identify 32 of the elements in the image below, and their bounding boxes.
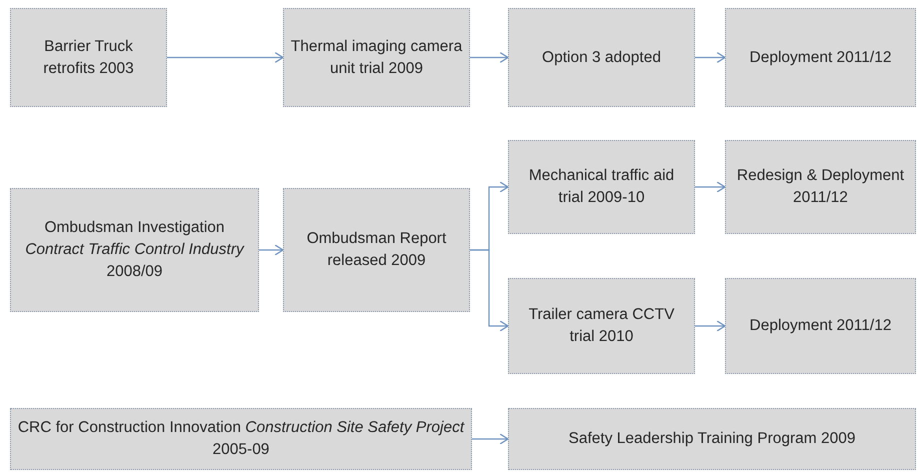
process-box (10, 8, 167, 107)
box-text: Mechanical traffic aid trial 2009-10 (528, 166, 676, 208)
process-box (508, 278, 695, 374)
box-text: Safety Leadership Training Program 2009 (568, 429, 856, 449)
box-text: CRC for Construction Innovation Construction Site Safety Project 2005-09 (16, 418, 466, 460)
arrow (695, 181, 726, 193)
process-box (725, 8, 916, 107)
process-box (10, 408, 472, 470)
process-box (508, 8, 695, 107)
box-text: Barrier Truck retrofits 2003 (42, 36, 135, 78)
process-box (508, 140, 695, 234)
arrow (695, 52, 726, 64)
box-text: Option 3 adopted (541, 48, 662, 68)
box-text: Thermal imaging camera unit trial 2009 (290, 36, 464, 78)
arrow (470, 52, 509, 64)
box-text: Redesign & Deployment 2011/12 (736, 166, 906, 208)
arrow (472, 433, 509, 445)
box-text: Trailer camera CCTV trial 2010 (528, 305, 676, 347)
process-box (725, 278, 916, 374)
process-box (10, 188, 259, 312)
process-box (725, 140, 916, 234)
box-text: Ombudsman Investigation Contract Traffic Control Industry 2008/09 (24, 218, 246, 282)
box-text: Ombudsman Report released 2009 (306, 229, 448, 271)
box-text: Deployment 2011/12 (748, 48, 892, 68)
arrow (167, 52, 284, 64)
box-text: Deployment 2011/12 (748, 316, 892, 336)
process-box (508, 408, 916, 470)
arrow (259, 244, 284, 256)
process-box (283, 188, 470, 312)
arrow (470, 249, 509, 332)
process-box (283, 8, 470, 107)
arrow (695, 320, 726, 332)
